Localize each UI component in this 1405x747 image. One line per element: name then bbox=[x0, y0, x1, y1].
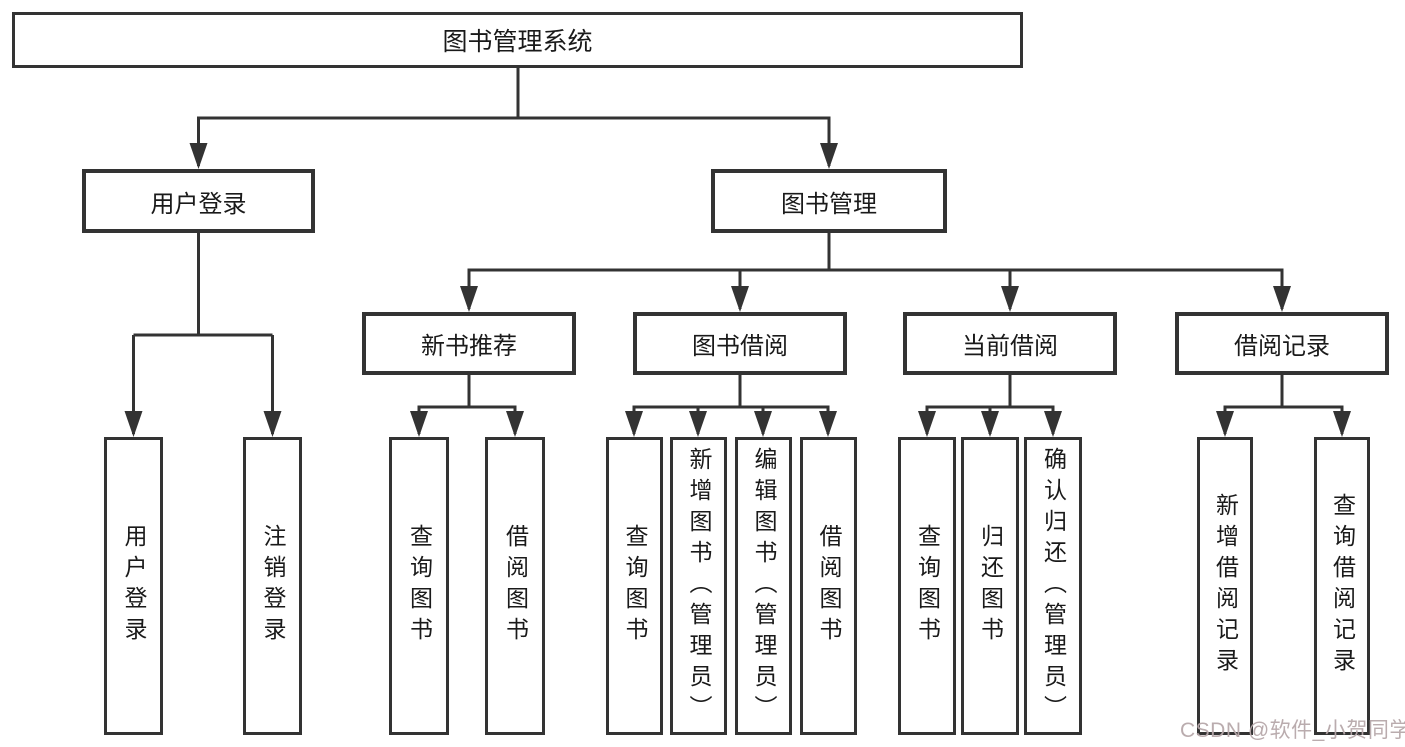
leaf-currentborrow-return-books: 归还图书 bbox=[961, 437, 1019, 735]
connector-borrow-records-children bbox=[1216, 375, 1351, 437]
leaf-currentborrow-query-books: 查询图书 bbox=[898, 437, 956, 735]
leaf-logout-label: 注销登录 bbox=[260, 524, 286, 648]
leaf-newbook-borrow-books-label: 借阅图书 bbox=[502, 524, 529, 648]
node-user-login-label: 用户登录 bbox=[150, 190, 247, 218]
node-new-book-recommend: 新书推荐 bbox=[362, 312, 576, 375]
leaf-bookborrow-borrow-books: 借阅图书 bbox=[800, 437, 857, 735]
node-book-management: 图书管理 bbox=[711, 169, 947, 233]
leaf-newbook-query-books: 查询图书 bbox=[389, 437, 449, 735]
leaf-bookborrow-query-books-label: 查询图书 bbox=[622, 524, 648, 648]
connector-user-login-children bbox=[124, 233, 282, 437]
leaf-logout: 注销登录 bbox=[243, 437, 302, 735]
leaf-records-query-record-label: 查询借阅记录 bbox=[1329, 493, 1356, 679]
leaf-bookborrow-add-books-label: 新增图书（管理员） bbox=[686, 446, 712, 726]
leaf-bookborrow-borrow-books-label: 借阅图书 bbox=[816, 524, 842, 648]
connector-new-book-children bbox=[410, 375, 524, 437]
node-root-label: 图书管理系统 bbox=[442, 28, 593, 56]
leaf-records-add-record: 新增借阅记录 bbox=[1197, 437, 1253, 735]
connector-current-borrow-children bbox=[918, 375, 1062, 437]
node-borrow-records-label: 借阅记录 bbox=[1234, 333, 1330, 360]
node-user-login: 用户登录 bbox=[82, 169, 315, 233]
node-book-borrow: 图书借阅 bbox=[633, 312, 847, 375]
node-root: 图书管理系统 bbox=[12, 12, 1023, 68]
node-book-management-label: 图书管理 bbox=[781, 190, 877, 218]
leaf-user-login: 用户登录 bbox=[104, 437, 163, 735]
leaf-records-query-record: 查询借阅记录 bbox=[1314, 437, 1370, 735]
node-borrow-records: 借阅记录 bbox=[1175, 312, 1389, 375]
leaf-currentborrow-confirm-return-label: 确认归还（管理员） bbox=[1040, 446, 1067, 726]
leaf-bookborrow-add-books: 新增图书（管理员） bbox=[670, 437, 727, 735]
node-book-borrow-label: 图书借阅 bbox=[692, 333, 788, 360]
leaf-newbook-borrow-books: 借阅图书 bbox=[485, 437, 545, 735]
leaf-currentborrow-confirm-return: 确认归还（管理员） bbox=[1024, 437, 1082, 735]
leaf-bookborrow-edit-books: 编辑图书（管理员） bbox=[735, 437, 792, 735]
connector-book-management-children bbox=[460, 233, 1291, 312]
leaf-bookborrow-edit-books-label: 编辑图书（管理员） bbox=[751, 446, 777, 726]
leaf-currentborrow-query-books-label: 查询图书 bbox=[914, 524, 941, 648]
leaf-records-add-record-label: 新增借阅记录 bbox=[1212, 493, 1239, 679]
connector-root-to-level2 bbox=[189, 68, 838, 169]
leaf-user-login-label: 用户登录 bbox=[121, 524, 147, 648]
connector-book-borrow-children bbox=[625, 375, 837, 437]
leaf-bookborrow-query-books: 查询图书 bbox=[606, 437, 663, 735]
node-current-borrow: 当前借阅 bbox=[903, 312, 1117, 375]
leaf-currentborrow-return-books-label: 归还图书 bbox=[977, 524, 1004, 648]
node-new-book-recommend-label: 新书推荐 bbox=[421, 333, 517, 360]
node-current-borrow-label: 当前借阅 bbox=[962, 333, 1058, 360]
leaf-newbook-query-books-label: 查询图书 bbox=[406, 524, 433, 648]
csdn-watermark: CSDN @软件_小贺同学 bbox=[1180, 719, 1405, 742]
